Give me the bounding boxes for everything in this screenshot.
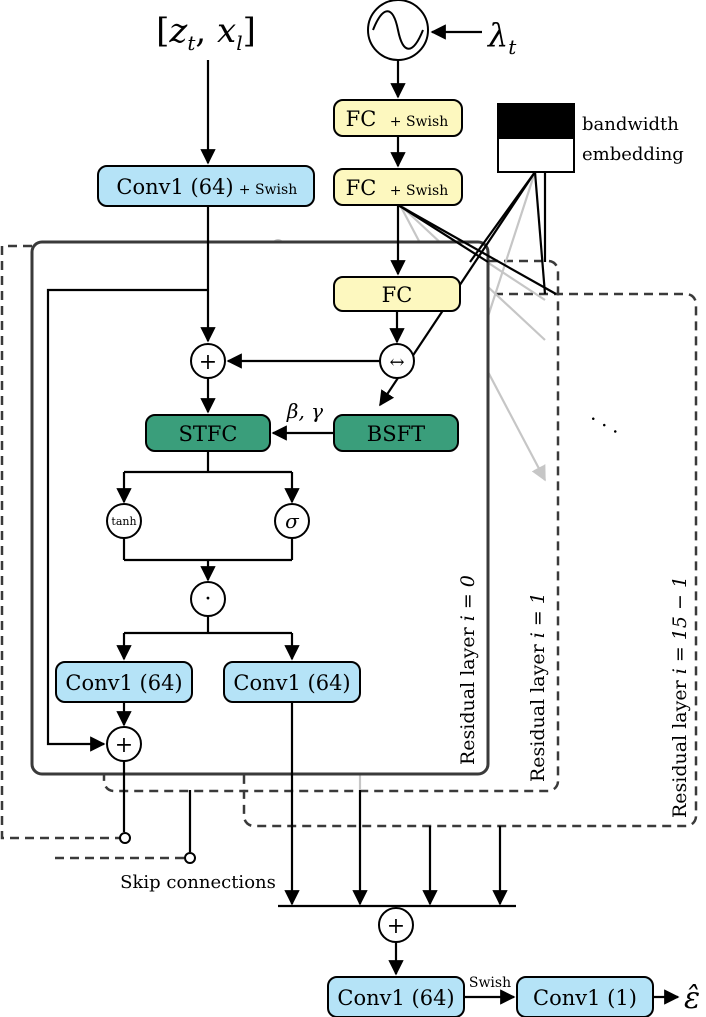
embedding-label: embedding	[582, 144, 684, 165]
residual-layer-1-label: Residual layer i = 1	[527, 592, 549, 782]
conv-input-block	[97, 165, 315, 207]
svg-text:BSFT: BSFT	[367, 422, 425, 446]
svg-text:Conv1 (64): Conv1 (64)	[65, 671, 182, 695]
noise-level-label: λt	[486, 16, 517, 59]
residual-layer-0-frame	[30, 240, 490, 776]
svg-text:σ: σ	[285, 509, 300, 533]
skip-path-outer	[0, 244, 120, 840]
svg-text:tanh: tanh	[111, 515, 136, 528]
residual-wire	[46, 288, 208, 752]
skip-connections-label: Skip connections	[120, 872, 276, 893]
svg-text:+: +	[199, 350, 217, 375]
conv-input-label: Conv1 (64)	[116, 175, 233, 199]
svg-text:·: ·	[205, 587, 212, 612]
residual-layer-0-label: Residual layer i = 0	[457, 575, 479, 765]
svg-text:+ Swish: + Swish	[390, 114, 448, 130]
bandwidth-label: bandwidth	[582, 114, 679, 135]
beta-gamma-label: β, γ	[286, 399, 323, 423]
svg-text:FC: FC	[346, 176, 377, 200]
residual-layer-2-label: Residual layer i = 15 − 1	[669, 576, 691, 818]
skip-node-layer0	[119, 832, 131, 844]
skip-node-layer1	[184, 852, 196, 864]
svg-text:Conv1 (64): Conv1 (64)	[337, 986, 454, 1010]
swish-label: Swish	[469, 975, 511, 991]
output-epsilon: ε̂	[684, 981, 700, 1016]
bandwidth-embedding-bottom	[497, 137, 575, 173]
residual-layer-0-bg	[32, 242, 488, 774]
svg-text:+: +	[115, 733, 133, 758]
ellipsis: . . .	[588, 402, 628, 439]
input-concat-label: [zt, xl]	[156, 11, 256, 55]
svg-text:FC: FC	[346, 107, 377, 131]
svg-text:+ Swish: + Swish	[390, 183, 448, 199]
svg-text:Conv1 (1): Conv1 (1)	[533, 986, 637, 1010]
svg-text:STFC: STFC	[178, 422, 237, 446]
svg-text:FC: FC	[382, 283, 413, 307]
svg-text:+: +	[387, 914, 405, 939]
bandwidth-embedding-top	[497, 103, 575, 139]
svg-text:↔: ↔	[389, 352, 404, 373]
conv-input-swish: + Swish	[239, 182, 297, 198]
svg-text:Conv1 (64): Conv1 (64)	[233, 671, 350, 695]
